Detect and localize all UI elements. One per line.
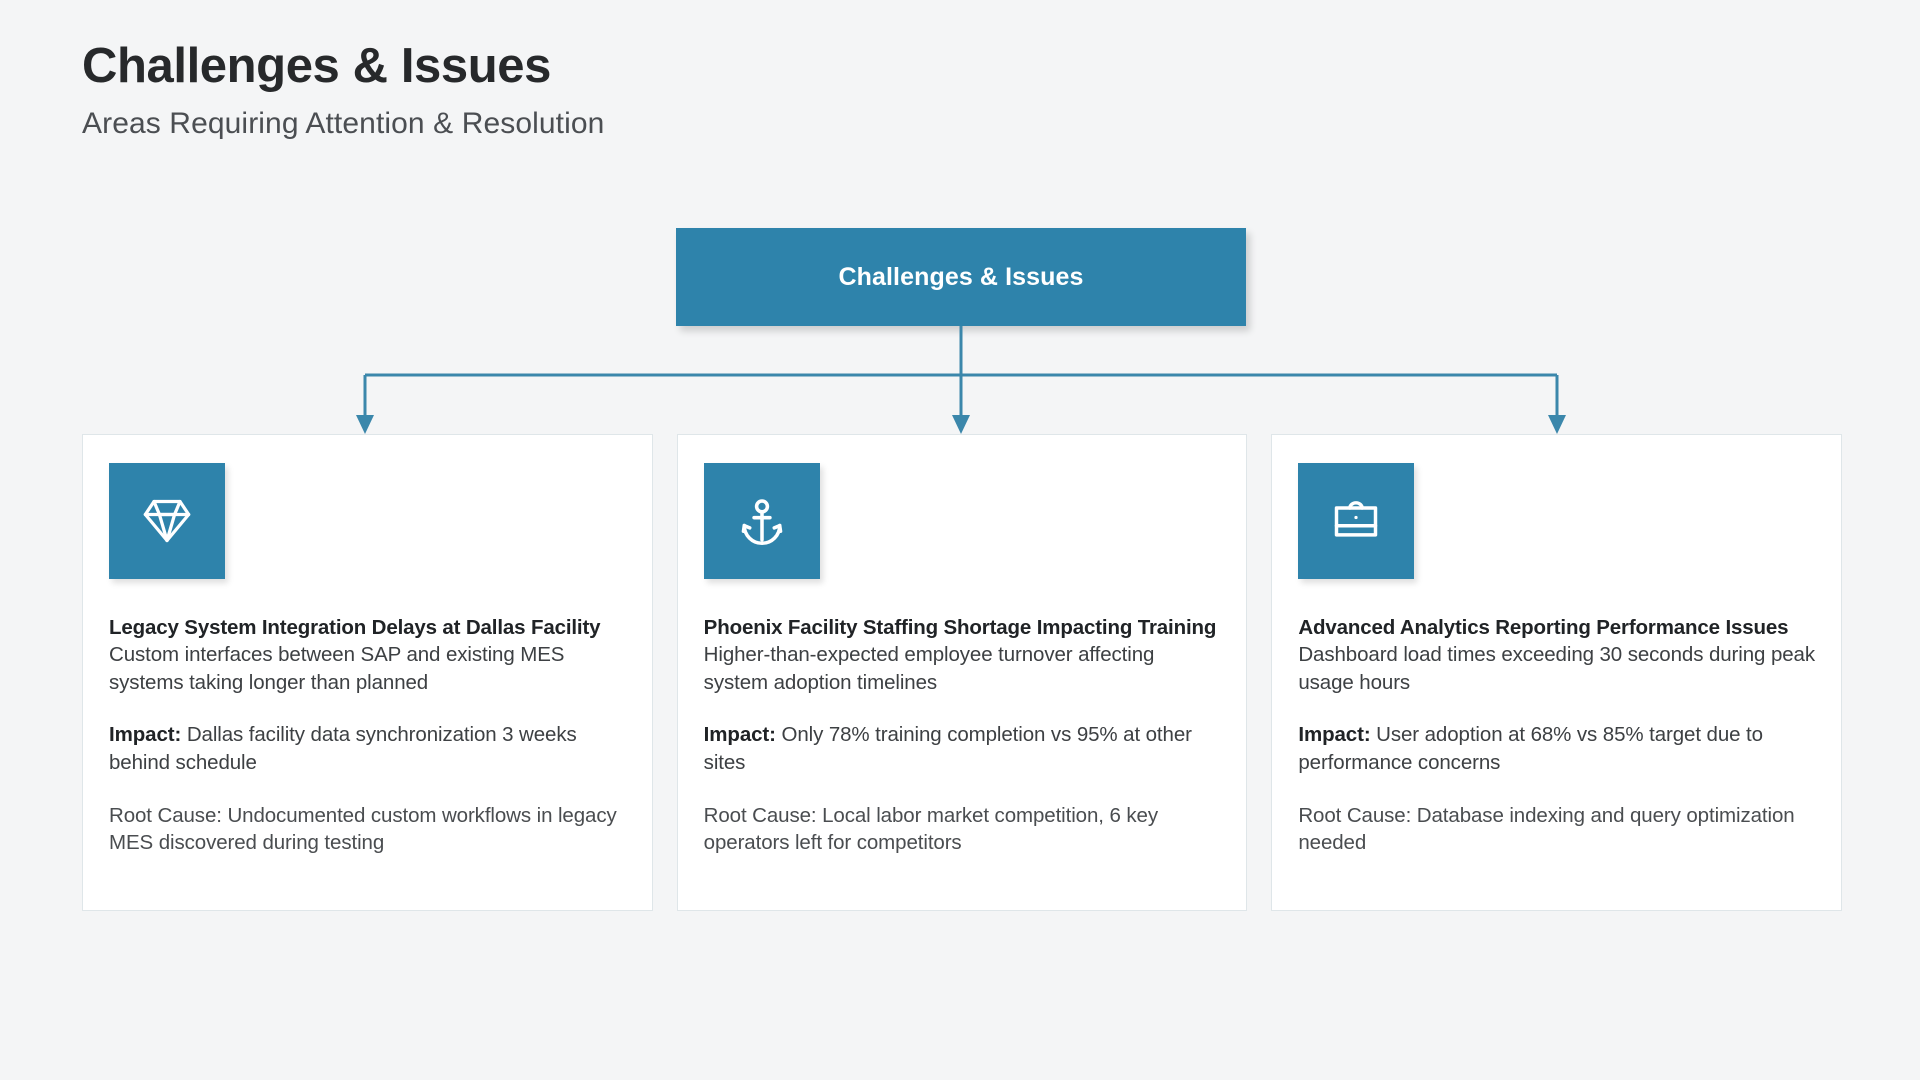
card-description: Higher-than-expected employee turnover a… (703, 643, 1155, 694)
card-impact-text: User adoption at 68% vs 85% target due t… (1298, 723, 1763, 775)
root-node-label: Challenges & Issues (838, 262, 1084, 291)
card-impact-label: Impact: (703, 723, 776, 747)
card-impact: Impact: Dallas facility data synchroniza… (109, 721, 626, 776)
cards-row: Legacy System Integration Delays at Dall… (82, 434, 1843, 911)
challenge-card[interactable]: Phoenix Facility Staffing Shortage Impac… (676, 434, 1248, 911)
card-impact-text: Only 78% training completion vs 95% at o… (703, 723, 1192, 775)
card-title: Advanced Analytics Reporting Performance… (1298, 616, 1789, 639)
card-impact: Impact: Only 78% training completion vs … (704, 721, 1221, 776)
card-root-cause: Root Cause: Undocumented custom workflow… (109, 803, 617, 855)
card-title: Legacy System Integration Delays at Dall… (109, 616, 601, 639)
card-impact-label: Impact: (1298, 723, 1371, 747)
card-icon-tile (703, 463, 820, 579)
card-icon-tile (109, 463, 225, 579)
anchor-icon (737, 496, 787, 546)
card-impact: Impact: User adoption at 68% vs 85% targ… (1298, 721, 1815, 776)
card-impact-text: Dallas facility data synchronization 3 w… (109, 723, 577, 775)
card-description: Dashboard load times exceeding 30 second… (1298, 643, 1815, 694)
briefcase-icon (1330, 495, 1382, 547)
diamond-icon (141, 495, 193, 547)
card-root-cause: Root Cause: Local labor market competiti… (703, 803, 1158, 855)
page-subtitle: Areas Requiring Attention & Resolution (82, 107, 605, 141)
card-impact-label: Impact: (109, 723, 182, 747)
card-icon-tile (1298, 463, 1415, 579)
card-root-cause: Root Cause: Database indexing and query … (1298, 803, 1795, 855)
challenge-card[interactable]: Legacy System Integration Delays at Dall… (82, 434, 653, 911)
root-node[interactable]: Challenges & Issues (676, 228, 1246, 326)
challenge-card[interactable]: Advanced Analytics Reporting Performance… (1271, 434, 1843, 911)
page-title: Challenges & Issues (82, 39, 551, 93)
card-title: Phoenix Facility Staffing Shortage Impac… (703, 616, 1217, 639)
card-description: Custom interfaces between SAP and existi… (109, 643, 565, 694)
slide-header: Challenges & Issues Areas Requiring Atte… (82, 38, 604, 141)
